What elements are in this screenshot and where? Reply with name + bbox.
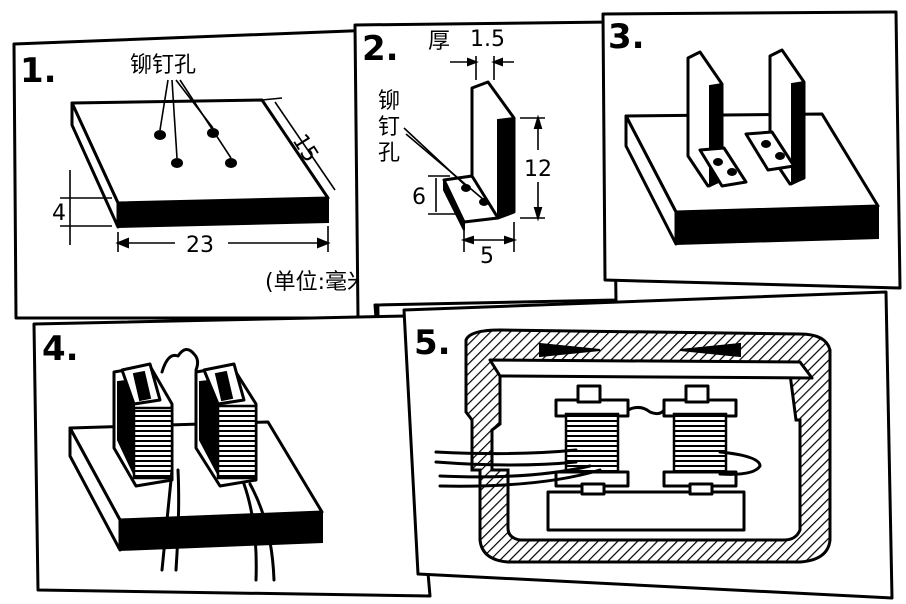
relay-base-block <box>546 490 746 532</box>
dim-height-4: 4 <box>52 201 66 226</box>
rivet-char-2: 钉 <box>378 115 400 140</box>
panel-1-label: 1. <box>20 51 57 91</box>
panel-5-label: 5. <box>414 323 451 363</box>
panel-4-label: 4. <box>42 329 79 369</box>
rivet-holes-label: 铆钉孔 <box>130 53 196 78</box>
panel-3-label: 3. <box>608 17 645 57</box>
panel-4: 4. <box>32 314 432 598</box>
coil-right <box>194 362 258 488</box>
bracket-left <box>686 50 748 188</box>
relay-coil-right <box>662 384 738 496</box>
base-plate <box>70 79 330 229</box>
panel-5: 5. <box>402 290 894 600</box>
dim-length-23: 23 <box>186 233 214 258</box>
panel-2-label: 2. <box>362 29 399 69</box>
coil-left <box>112 362 174 488</box>
rivet-char-1: 铆 <box>378 89 400 114</box>
dim-base-5: 5 <box>480 244 494 269</box>
dimension-lines-panel-1 <box>60 97 336 252</box>
rivet-char-3: 孔 <box>378 141 400 166</box>
angle-bracket <box>442 80 516 231</box>
panel-3: 3. <box>601 10 902 290</box>
dim-thickness-1-5: 1.5 <box>470 27 505 52</box>
panel-1: 1. 铆钉孔 23 15 <box>12 28 380 320</box>
panel-2: 2. 厚 1.5 铆 钉 孔 12 6 <box>353 20 618 320</box>
thickness-label: 厚 <box>428 29 450 54</box>
bracket-right <box>744 48 806 186</box>
dim-small-6: 6 <box>412 185 426 210</box>
relay-coil-left <box>554 384 630 496</box>
dim-height-12: 12 <box>524 157 552 182</box>
